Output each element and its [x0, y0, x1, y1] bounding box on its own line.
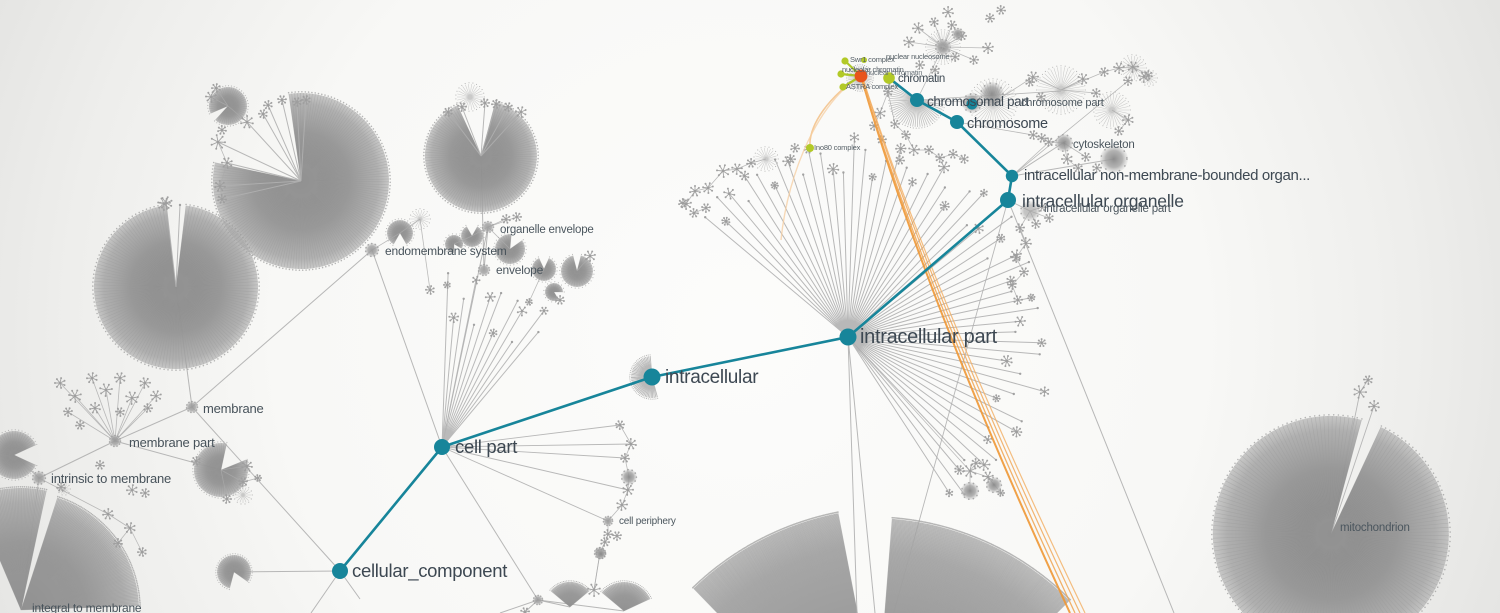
svg-text:intracellular organelle: intracellular organelle	[1022, 191, 1184, 211]
svg-text:chromosome part: chromosome part	[1021, 97, 1104, 109]
svg-text:intracellular: intracellular	[665, 367, 759, 388]
svg-text:endomembrane system: endomembrane system	[385, 244, 507, 258]
svg-text:intracellular organelle part: intracellular organelle part	[1044, 203, 1172, 215]
svg-text:chromosomal part: chromosomal part	[927, 94, 1029, 109]
svg-text:cell part: cell part	[455, 436, 517, 457]
svg-text:intracellular part: intracellular part	[860, 326, 998, 348]
svg-text:integral to membrane: integral to membrane	[32, 601, 142, 613]
svg-text:chromatin: chromatin	[898, 73, 945, 85]
svg-text:Swr1 complex: Swr1 complex	[850, 55, 895, 64]
svg-text:cell periphery: cell periphery	[619, 516, 676, 527]
svg-text:membrane part: membrane part	[129, 435, 215, 450]
svg-text:chromosome: chromosome	[967, 116, 1048, 132]
svg-text:envelope: envelope	[496, 263, 544, 277]
svg-text:intrinsic to membrane: intrinsic to membrane	[51, 471, 171, 486]
svg-text:nuclear nucleosome: nuclear nucleosome	[886, 52, 950, 61]
svg-text:cellular_component: cellular_component	[352, 560, 507, 582]
svg-text:organelle envelope: organelle envelope	[500, 224, 594, 236]
svg-text:mitochondrion: mitochondrion	[1340, 522, 1410, 534]
svg-text:nucleolar chromatin: nucleolar chromatin	[842, 65, 904, 74]
svg-text:Ino80 complex: Ino80 complex	[814, 143, 861, 152]
svg-text:cytoskeleton: cytoskeleton	[1073, 139, 1135, 151]
svg-text:membrane: membrane	[203, 401, 264, 416]
svg-text:intracellular non-membrane-bou: intracellular non-membrane-bounded organ…	[1024, 167, 1310, 184]
svg-text:ASTRA complex: ASTRA complex	[846, 82, 898, 91]
svg-text:nuclear chromatin: nuclear chromatin	[866, 68, 922, 77]
